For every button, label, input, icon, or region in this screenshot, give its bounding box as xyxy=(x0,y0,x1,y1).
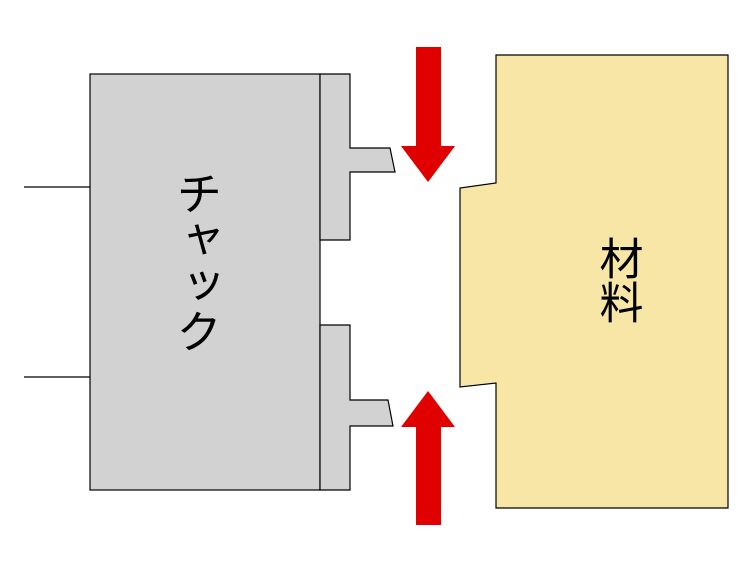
down-arrow xyxy=(401,47,455,182)
upper-jaw xyxy=(319,73,396,241)
material-workpiece xyxy=(459,54,729,509)
lower-jaw xyxy=(319,324,394,491)
up-arrow xyxy=(401,391,455,525)
material-label: 材料 xyxy=(592,236,643,324)
chuck-label: チャック xyxy=(169,170,223,354)
chuck-body xyxy=(89,73,321,491)
